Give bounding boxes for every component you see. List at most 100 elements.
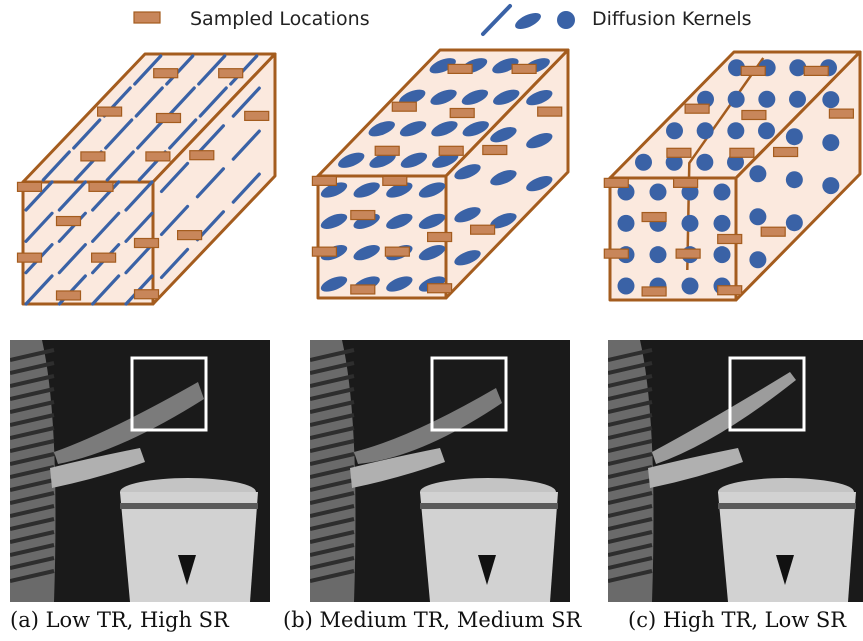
- shirt-stripe: [608, 556, 653, 570]
- circle-kernel: [789, 90, 806, 108]
- circle-kernel: [697, 90, 714, 108]
- needle-kernel: [159, 247, 190, 280]
- shirt-stripe: [310, 530, 355, 544]
- legend-sampled-label: Sampled Locations: [190, 8, 370, 30]
- sampled-location: [641, 211, 667, 223]
- sampled-location: [133, 237, 160, 249]
- needle-kernel: [91, 180, 121, 212]
- sampled-location: [153, 68, 179, 79]
- ellipse-kernel: [429, 58, 456, 74]
- sampled-location: [772, 146, 799, 158]
- ellipse-kernel: [462, 121, 489, 137]
- roi-box: [130, 356, 208, 432]
- legend-sampled-swatch: [133, 11, 161, 24]
- ellipse-kernel: [386, 213, 413, 229]
- sampled-location: [374, 145, 400, 156]
- cube-b: [311, 48, 570, 300]
- sampled-location: [145, 151, 171, 162]
- legend-needle-kernel-icon: [481, 4, 512, 36]
- cube-c: [603, 50, 862, 302]
- photo-b: [310, 340, 570, 602]
- lower-arm: [350, 448, 445, 488]
- shirt-stripe: [10, 348, 55, 362]
- sampled-location: [482, 144, 508, 156]
- shirt-stripe: [310, 413, 355, 427]
- circle-kernel: [758, 90, 776, 108]
- shirt-stripe: [310, 400, 355, 414]
- sampled-location: [449, 107, 475, 119]
- shirt-stripe: [608, 439, 653, 453]
- photo-b-image: [310, 340, 570, 602]
- ellipse-kernel: [430, 89, 457, 105]
- shirt-stripe: [10, 361, 55, 375]
- circle-kernel: [713, 214, 731, 232]
- shirt-stripe: [608, 400, 653, 414]
- shirt-stripe: [310, 374, 355, 388]
- lower-arm: [648, 448, 743, 488]
- sampled-location: [666, 147, 692, 158]
- shirt-stripe: [10, 491, 55, 505]
- sampled-location: [311, 175, 337, 186]
- sampled-location: [741, 109, 767, 121]
- circle-kernel: [713, 183, 731, 201]
- ellipse-kernel: [492, 58, 519, 74]
- person-shirt: [10, 340, 56, 602]
- needle-kernel: [133, 54, 163, 86]
- sampled-location: [675, 248, 701, 259]
- sampled-location: [438, 145, 464, 156]
- ellipse-kernel: [320, 182, 348, 198]
- needle-kernel: [124, 243, 154, 275]
- sampled-location: [96, 106, 123, 117]
- sampled-location: [384, 246, 410, 257]
- photo-a: [10, 340, 270, 602]
- needle-kernel: [165, 54, 195, 86]
- shirt-stripe: [608, 517, 653, 531]
- circle-kernel: [649, 246, 667, 264]
- shirt-stripe: [608, 530, 653, 544]
- shirt-stripe: [310, 361, 355, 375]
- cube-a: [16, 52, 277, 306]
- drum-body: [120, 492, 258, 602]
- ellipse-kernel: [320, 276, 348, 292]
- circle-kernel: [727, 153, 744, 171]
- needle-kernel: [124, 180, 154, 212]
- ellipse-kernel: [418, 213, 446, 229]
- ellipse-kernel: [526, 176, 553, 192]
- person-shirt: [310, 340, 356, 602]
- sampled-location: [641, 286, 667, 297]
- shirt-stripe: [10, 387, 55, 401]
- sampled-location: [603, 248, 629, 259]
- circle-kernel: [727, 90, 745, 108]
- shirt-stripe: [10, 374, 55, 388]
- caption-b: (b) Medium TR, Medium SR: [283, 608, 582, 632]
- sampled-location: [717, 233, 743, 245]
- lower-arm: [50, 448, 145, 488]
- shirt-stripe: [10, 439, 55, 453]
- sampled-location: [760, 226, 786, 237]
- shirt-stripe: [608, 543, 653, 557]
- shirt-stripe: [310, 348, 355, 362]
- shirt-stripe: [608, 478, 653, 492]
- sampled-location: [382, 175, 408, 186]
- ellipse-kernel: [369, 152, 396, 168]
- needle-kernel: [195, 124, 226, 156]
- needle-kernel: [24, 211, 54, 243]
- roi-box: [430, 356, 508, 432]
- shirt-stripe: [10, 556, 55, 570]
- sampled-location: [427, 283, 453, 294]
- needle-kernel: [168, 118, 198, 150]
- ellipse-kernel: [338, 152, 365, 168]
- sampled-location: [218, 68, 244, 79]
- sampled-location: [803, 65, 829, 77]
- photo-c-image: [608, 340, 863, 602]
- sampled-location: [189, 150, 215, 161]
- circle-kernel: [713, 246, 731, 264]
- sampled-location: [729, 147, 755, 158]
- ellipse-kernel: [400, 152, 428, 168]
- ellipse-kernel: [432, 152, 459, 168]
- circle-kernel: [749, 165, 767, 183]
- circle-kernel: [696, 122, 714, 140]
- shirt-stripe: [608, 387, 653, 401]
- photo-a-image: [10, 340, 270, 602]
- sampled-location: [16, 181, 43, 192]
